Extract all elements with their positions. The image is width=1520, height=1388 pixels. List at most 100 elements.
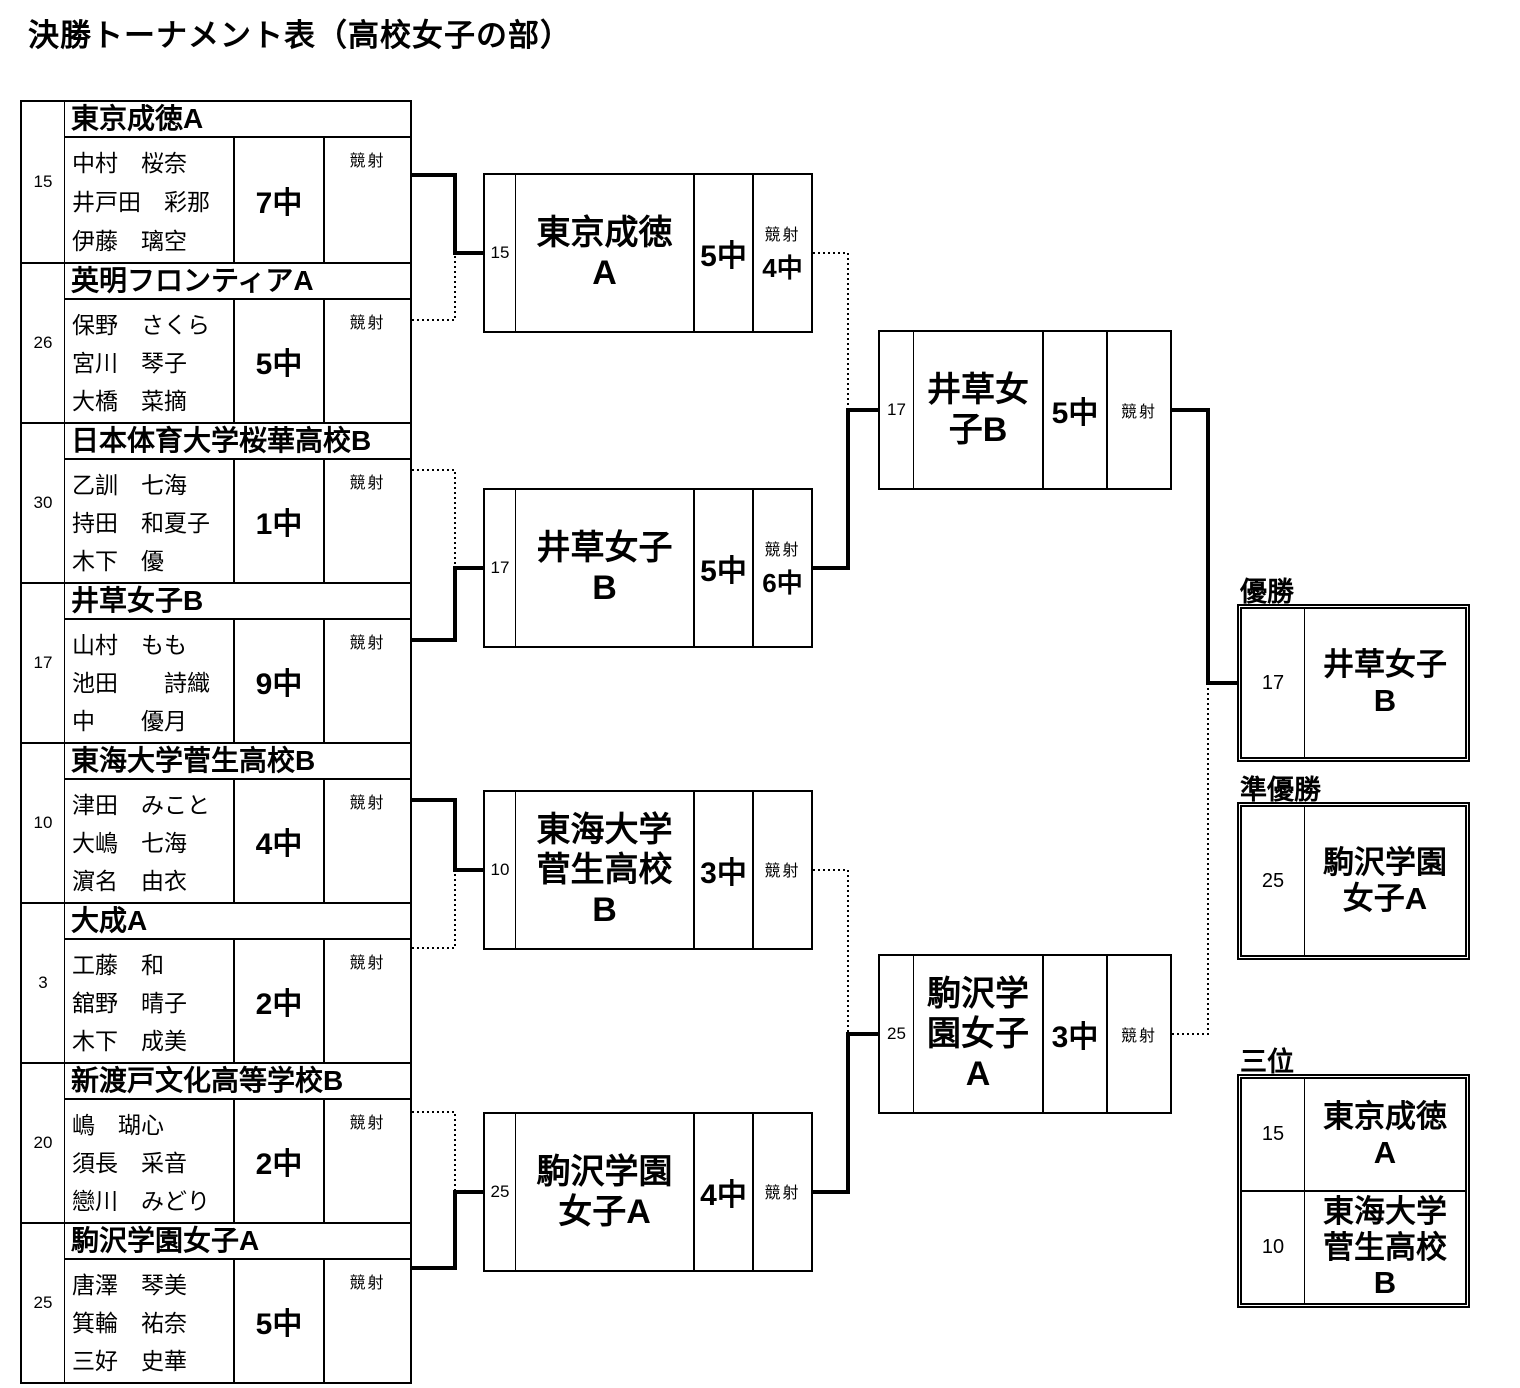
player-name: 木下 優 [72, 548, 164, 574]
round2-match-box: 17 井草女子B 5中 競射 6中 [483, 488, 813, 648]
player-name: 山村 もも [72, 632, 187, 658]
hit-score: 5中 [235, 1260, 325, 1382]
team-name: 井草女子B [1323, 647, 1447, 718]
hit-score: 5中 [235, 300, 325, 422]
winner-lines [412, 173, 1237, 1270]
page-title: 決勝トーナメント表（高校女子の部） [28, 18, 572, 53]
shootoff-cell: 競射 [754, 1114, 811, 1270]
team-name: 日本体育大学桜華高校B [65, 424, 410, 460]
team-block: 26 英明フロンティアA 保野 さくら 宮川 琴子 大橋 菜摘 5中 競射 [22, 262, 410, 422]
player-name: 唐澤 琴美 [72, 1272, 187, 1298]
seed-number: 25 [22, 1224, 65, 1382]
hit-score: 2中 [235, 1100, 325, 1222]
round2-match-box: 15 東京成徳A 5中 競射 4中 [483, 173, 813, 333]
shootoff-label: 競射 [764, 1184, 801, 1202]
third-place-label: 三位 [1240, 1047, 1294, 1077]
player-name: 箕輪 祐奈 [72, 1310, 187, 1336]
loser-lines [412, 252, 1209, 1190]
team-block: 20 新渡戸文化高等学校B 嶋 瑚心 須長 采音 戀川 みどり 2中 競射 [22, 1062, 410, 1222]
player-list: 工藤 和 舘野 晴子 木下 成美 [65, 940, 235, 1062]
shootoff-label: 競射 [1120, 404, 1157, 421]
runner-up-label: 準優勝 [1240, 775, 1321, 805]
round2-match-box: 25 駒沢学園女子A 4中 競射 [483, 1112, 813, 1272]
hit-score: 7中 [235, 138, 325, 262]
team-block: 10 東海大学菅生高校B 津田 みこと 大嶋 七海 濵名 由衣 4中 競射 [22, 742, 410, 902]
seed-number: 25 [1242, 807, 1305, 955]
runner-up-box: 25 駒沢学園女子A [1237, 802, 1470, 960]
team-name: 駒沢学園女子A [1323, 845, 1447, 916]
player-name: 乙訓 七海 [72, 472, 187, 498]
player-name: 中村 桜奈 [72, 150, 187, 177]
hit-score: 1中 [235, 460, 325, 582]
seed-number: 20 [22, 1064, 65, 1222]
team-name: 東海大学菅生高校B [1323, 1194, 1447, 1301]
team-name: 新渡戸文化高等学校B [65, 1064, 410, 1100]
third-place-row: 10 東海大学菅生高校B [1242, 1190, 1465, 1303]
champion-box: 17 井草女子B [1237, 604, 1470, 762]
player-name: 舘野 晴子 [72, 990, 187, 1016]
player-list: 嶋 瑚心 須長 采音 戀川 みどり [65, 1100, 235, 1222]
team-name: 駒沢学園女子A [516, 1114, 695, 1270]
team-name: 東海大学菅生高校B [516, 792, 695, 948]
seed-number: 17 [880, 332, 914, 488]
team-name: 駒沢学園女子A [65, 1224, 410, 1260]
seed-number: 15 [22, 102, 65, 262]
semifinal-match-box: 17 井草女子B 5中 競射 [878, 330, 1172, 490]
player-name: 井戸田 彩那 [72, 188, 210, 215]
shootoff-label: 競射 [1120, 1028, 1157, 1045]
player-name: 嶋 瑚心 [72, 1112, 164, 1138]
shootoff-score: 6中 [762, 568, 803, 598]
player-list: 津田 みこと 大嶋 七海 濵名 由衣 [65, 780, 235, 902]
seed-number: 25 [485, 1114, 516, 1270]
seed-number: 30 [22, 424, 65, 582]
hit-score: 4中 [695, 1114, 754, 1270]
shootoff-label: 競射 [764, 862, 801, 880]
hit-score: 5中 [695, 490, 754, 646]
seed-number: 10 [22, 744, 65, 902]
team-name: 大成A [65, 904, 410, 940]
shootoff-label: 競射 [349, 635, 386, 652]
player-name: 持田 和夏子 [72, 510, 210, 536]
player-list: 唐澤 琴美 箕輪 祐奈 三好 史華 [65, 1260, 235, 1382]
team-block: 15 東京成徳A 中村 桜奈 井戸田 彩那 伊藤 璃空 7中 競射 [22, 102, 410, 262]
seed-number: 10 [485, 792, 516, 948]
player-name: 木下 成美 [72, 1028, 187, 1054]
team-block: 3 大成A 工藤 和 舘野 晴子 木下 成美 2中 競射 [22, 902, 410, 1062]
seed-number: 17 [22, 584, 65, 742]
shootoff-cell: 競射 6中 [754, 490, 811, 646]
seed-number: 3 [22, 904, 65, 1062]
round1-table: 15 東京成徳A 中村 桜奈 井戸田 彩那 伊藤 璃空 7中 競射 26 英明フ… [20, 100, 412, 1384]
player-list: 山村 もも 池田 詩織 中 優月 [65, 620, 235, 742]
player-name: 大嶋 七海 [72, 830, 187, 856]
team-name: 井草女子B [914, 332, 1044, 488]
team-name: 井草女子B [516, 490, 695, 646]
hit-score: 3中 [1044, 956, 1108, 1112]
player-name: 三好 史華 [72, 1348, 187, 1374]
player-name: 戀川 みどり [72, 1188, 210, 1214]
team-name: 駒沢学園女子A [914, 956, 1044, 1112]
third-place-box: 15 東京成徳A 10 東海大学菅生高校B [1237, 1074, 1470, 1308]
seed-number: 17 [1242, 609, 1305, 757]
shootoff-label: 競射 [349, 315, 386, 332]
team-name: 東海大学菅生高校B [65, 744, 410, 780]
shootoff-label: 競射 [349, 955, 386, 972]
player-name: 津田 みこと [72, 792, 210, 818]
shootoff-label: 競射 [764, 542, 801, 559]
seed-number: 25 [880, 956, 914, 1112]
player-name: 須長 采音 [72, 1150, 187, 1176]
hit-score: 3中 [695, 792, 754, 948]
player-name: 保野 さくら [72, 312, 210, 338]
hit-score: 5中 [695, 175, 754, 331]
shootoff-label: 競射 [349, 153, 386, 170]
seed-number: 26 [22, 264, 65, 422]
team-name: 井草女子B [65, 584, 410, 620]
team-name: 東京成徳A [1323, 1098, 1447, 1170]
player-list: 中村 桜奈 井戸田 彩那 伊藤 璃空 [65, 138, 235, 262]
player-name: 大橋 菜摘 [72, 388, 187, 414]
third-place-row: 15 東京成徳A [1242, 1079, 1465, 1190]
seed-number: 10 [1242, 1192, 1305, 1303]
hit-score: 9中 [235, 620, 325, 742]
seed-number: 15 [1242, 1079, 1305, 1190]
player-name: 濵名 由衣 [72, 868, 187, 894]
